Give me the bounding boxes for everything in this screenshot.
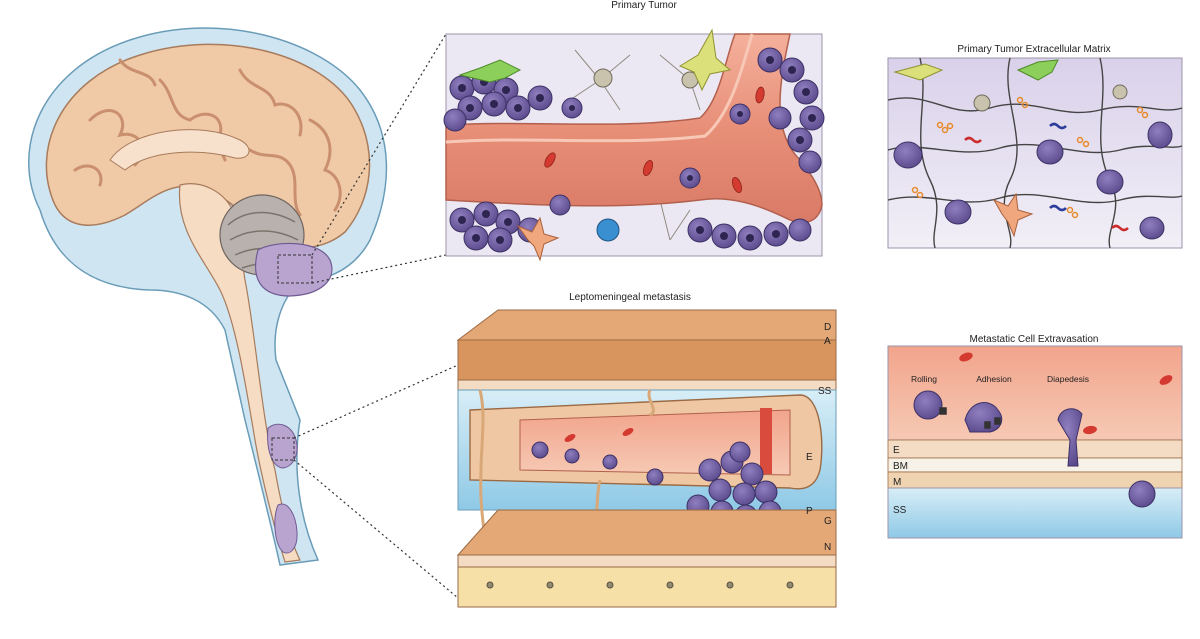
layer-label-a: A [824,336,831,347]
brainstem-spinal-cord [178,183,301,563]
layer-label-p: P [806,506,813,517]
vessel-wall-highlight [445,33,754,144]
tumor-cell-clusters [443,47,825,253]
layer-label-ss: SS [818,386,832,397]
adhesion-molecules [939,407,1001,429]
ecm-fibroblast [992,192,1034,238]
red-blood-cells [544,86,765,194]
primary-tumor-title: Primary Tumor [611,0,677,11]
spinal-metastasis-upper [267,423,298,469]
layer-label-e-extra: E [893,445,900,456]
extravasation-rbc [959,352,1173,435]
extravasation-panel: Rolling Adhesion Diapedesis E BM M SS [887,345,1183,539]
metastasis-zoom-box [271,437,295,461]
brain-sagittal-illustration [28,27,388,566]
neural-tissue [457,566,837,608]
step-rolling: Rolling [911,374,937,384]
basement-membrane-layer [887,457,1183,473]
pia-front [457,554,837,568]
step-adhesion: Adhesion [976,374,1012,384]
ecm-title: Primary Tumor Extracellular Matrix [957,44,1110,55]
lepto-rbc [564,428,634,442]
primary-tumor-panel [443,28,825,262]
pia-top-face [456,509,837,556]
tumor-zoom-box [277,254,313,284]
ecm-tumor-cells [893,121,1173,240]
primary-tumor-mass [254,242,333,297]
spinal-metastasis-lower [274,503,298,554]
layer-label-bm: BM [893,461,908,472]
leptomeningeal-panel: D A SS E P G N [456,309,837,608]
layer-label-g: G [824,516,832,527]
vessel-endothelium-red [760,408,772,474]
layer-label-e: E [806,452,813,463]
layer-label-ss-extra: SS [893,505,907,516]
layer-label-n: N [824,542,831,553]
immune-cell [596,218,620,242]
neuron-soma [593,68,613,88]
layer-label-d: D [824,322,831,333]
lepto-circulating-cells [531,441,664,486]
ecm-astrocyte [893,63,944,81]
extravasating-cells [913,390,1156,508]
ecm-panel [887,57,1183,249]
lepto-title: Leptomeningeal metastasis [569,292,691,303]
dura-front [457,339,837,381]
matrix-fibers [887,57,1183,249]
ecm-microglia [1016,59,1059,81]
arachnoid-layer [457,379,837,391]
ecm-proteins [911,96,1149,219]
extravasation-title: Metastatic Cell Extravasation [970,334,1099,345]
lepto-neurons [486,581,794,589]
corpus-callosum [109,129,250,171]
astrocyte-cell [678,28,732,92]
endothelium-layer [887,439,1183,459]
ecm-signal-molecules [964,122,1129,232]
ecm-neuron [973,94,991,112]
dura-top-face [456,309,837,341]
step-diapedesis: Diapedesis [1047,374,1089,384]
fibroblast-cell [516,216,560,262]
ecm-neuron [1112,84,1128,100]
zoom-leader-lines [293,33,459,599]
layer-label-m: M [893,477,901,488]
microglia-cell [458,59,522,83]
